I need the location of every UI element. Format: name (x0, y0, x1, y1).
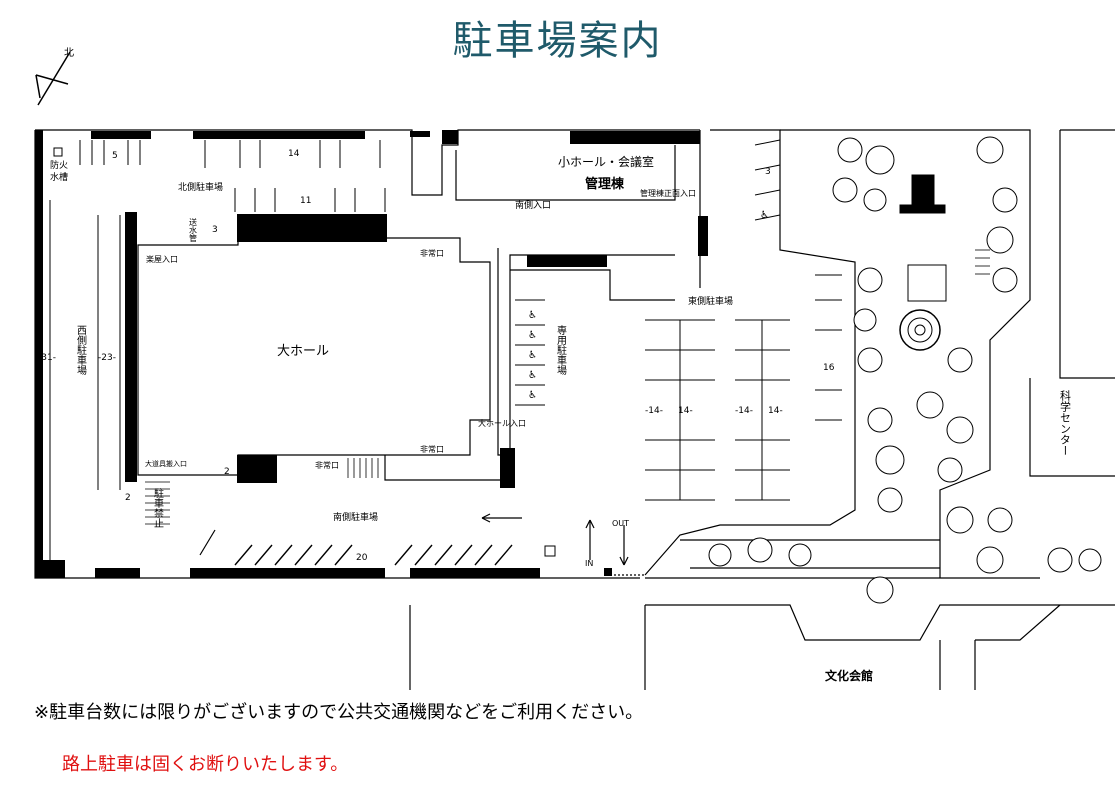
count-west-31: -31- (38, 353, 56, 363)
count-north-14: 14 (288, 149, 300, 159)
props-pipe-label: 送水管 (189, 217, 198, 243)
large-hall-label: 大ホール (277, 344, 329, 359)
emergency-exit-2: 非常口 (420, 248, 444, 258)
emergency-exit-1: 非常口 (315, 232, 339, 242)
science-center-label: 科学センター (1059, 389, 1072, 456)
count-east-14-4: 14- (768, 406, 783, 416)
count-2b: 2 (125, 493, 131, 503)
count-east-14-2: 14- (678, 406, 693, 416)
fire-tank-icon (53, 147, 63, 157)
plaza-fountain (899, 174, 947, 351)
west-wall (35, 130, 43, 578)
count-east-14-1: -14- (645, 406, 663, 416)
south-lot-stalls (234, 544, 513, 566)
count-west-23: -23- (98, 353, 116, 363)
in-label: IN (585, 559, 593, 568)
large-hall-entrance-label: 大ホール入口 (478, 418, 526, 428)
wheelchair-icon: ♿ (760, 210, 769, 221)
count-east-14-3: -14- (735, 406, 753, 416)
east-lot-stalls (645, 139, 842, 501)
north-lot-label: 北側駐車場 (178, 181, 223, 193)
reserved-lot-label: 専用駐車場 (555, 325, 567, 376)
street-parking-warning: 路上駐車は固くお断りいたします。 (62, 754, 349, 775)
count-east-16: 16 (823, 363, 835, 373)
culture-hall-label: 文化会館 (825, 668, 873, 683)
count-east-3: 3 (765, 167, 771, 177)
booth-icon (544, 545, 556, 557)
wheelchair-icon: ♿ (528, 370, 537, 381)
gate-icon (604, 568, 612, 576)
emergency-exit-3: 非常口 (420, 444, 444, 454)
north-lot-stalls (79, 140, 386, 212)
south-lot-label: 南側駐車場 (333, 511, 378, 523)
parking-notice: ※駐車台数には限りがございますので公共交通機関などをご利用ください。 (34, 702, 644, 723)
reserved-lot-stalls (515, 299, 545, 406)
greenery (708, 136, 1102, 604)
east-lot-label: 東側駐車場 (688, 295, 733, 307)
wheelchair-icon: ♿ (528, 330, 537, 341)
count-south-20: 20 (356, 553, 368, 563)
wheelchair-icon: ♿ (528, 350, 537, 361)
parking-map: 北 (34, 47, 1115, 690)
no-parking-label: 駐車禁止 (152, 487, 164, 528)
compass-north-label: 北 (64, 47, 74, 59)
green-room-entrance-label: 楽屋入口 (146, 254, 178, 264)
count-north-11: 11 (300, 196, 311, 206)
compass-icon (35, 51, 71, 106)
out-label: OUT (612, 519, 629, 528)
south-entrance-label: 南側入口 (515, 199, 551, 211)
west-lot-label: 西側駐車場 (75, 325, 87, 376)
admin-entrance-label: 管理棟正面入口 (640, 188, 696, 198)
small-hall-label: 小ホール・会議室 (558, 154, 654, 169)
wheelchair-icon: ♿ (528, 390, 537, 401)
large-hall-building (137, 237, 675, 481)
emergency-exit-4: 非常口 (315, 460, 339, 470)
page-title: 駐車場案内 (452, 18, 663, 64)
admin-building-label: 管理棟 (585, 176, 625, 192)
stairs (145, 249, 990, 525)
count-north-3: 3 (212, 225, 218, 235)
fire-tank-label-1: 防火 (50, 159, 68, 171)
fire-tank-label-2: 水槽 (50, 171, 68, 183)
west-lot-stalls (49, 200, 121, 560)
traffic-arrows (199, 513, 645, 576)
props-entrance-label: 大道具搬入口 (145, 459, 187, 468)
wheelchair-icon: ♿ (528, 310, 537, 321)
count-2a: 2 (224, 467, 230, 477)
count-north-5: 5 (112, 151, 118, 161)
